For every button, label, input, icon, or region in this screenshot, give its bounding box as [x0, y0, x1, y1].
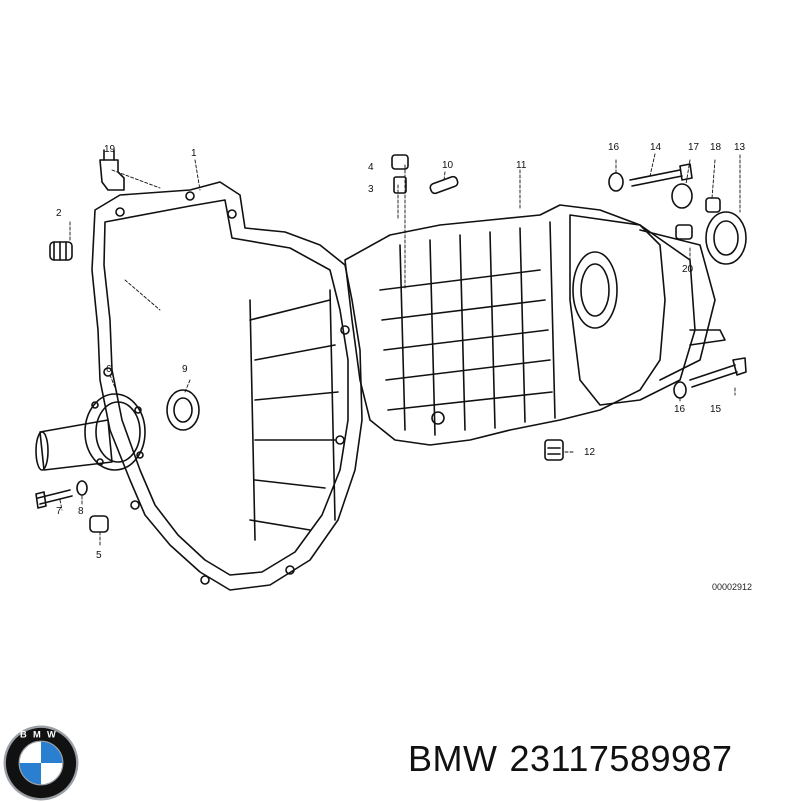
- callout-label: 16: [608, 142, 620, 153]
- callout-label: 5: [96, 550, 102, 561]
- callout-label: 8: [78, 506, 84, 517]
- sensor-19: [99, 159, 125, 191]
- callout-label: 18: [710, 142, 722, 153]
- bolt-7: [35, 489, 73, 509]
- callout-label: 3: [368, 184, 374, 195]
- callout-label: 12: [584, 447, 596, 458]
- part-number: 23117589987: [509, 738, 733, 779]
- housing-bolt-holes: [103, 191, 350, 585]
- seal-9: [166, 389, 200, 431]
- part-title: BMW 23117589987: [408, 738, 745, 780]
- callout-label: 16: [674, 404, 686, 415]
- callout-label: 17: [688, 142, 700, 153]
- callout-label: 14: [650, 142, 662, 153]
- brand-name: BMW: [408, 738, 498, 779]
- washer-16a: [608, 172, 624, 192]
- callout-label: 11: [516, 160, 527, 171]
- callout-label: 20: [682, 264, 694, 275]
- part-3: [393, 176, 407, 194]
- diagram-reference-code: 00002912: [712, 582, 752, 592]
- bmw-logo-letters: BMW: [20, 729, 62, 739]
- transmission-exploded-diagram: 1 2 3 4 5 6 7 8 9 10 11 12 13 14 15 16 1…: [35, 142, 752, 592]
- callout-label: 1: [191, 148, 197, 159]
- input-shaft: [35, 393, 146, 471]
- callout-label: 10: [442, 160, 454, 171]
- bmw-logo-icon: BMW: [3, 725, 79, 801]
- bolt-15: [689, 357, 747, 388]
- callout-label: 13: [734, 142, 746, 153]
- pin-10: [429, 175, 459, 195]
- plug-2: [49, 241, 73, 261]
- bolt-14: [629, 163, 693, 187]
- callout-label: 19: [104, 144, 116, 155]
- case-ribs: [379, 221, 556, 436]
- callout-label: 15: [710, 404, 722, 415]
- sleeve-5: [89, 515, 109, 533]
- washer-16b: [673, 381, 687, 399]
- seal-17: [671, 183, 693, 209]
- callout-label: 4: [368, 162, 374, 173]
- plug-12: [544, 439, 564, 461]
- callout-label: 9: [182, 364, 188, 375]
- washer-8: [76, 480, 88, 496]
- seal-13: [705, 211, 747, 265]
- part-20: [675, 224, 693, 240]
- callout-label: 2: [56, 208, 62, 219]
- part-4: [391, 154, 409, 170]
- bell-housing: [91, 181, 363, 591]
- callout-label: 6: [106, 364, 112, 375]
- part-18: [705, 197, 721, 213]
- gear-case: [344, 204, 666, 446]
- callout-label: 7: [56, 506, 62, 517]
